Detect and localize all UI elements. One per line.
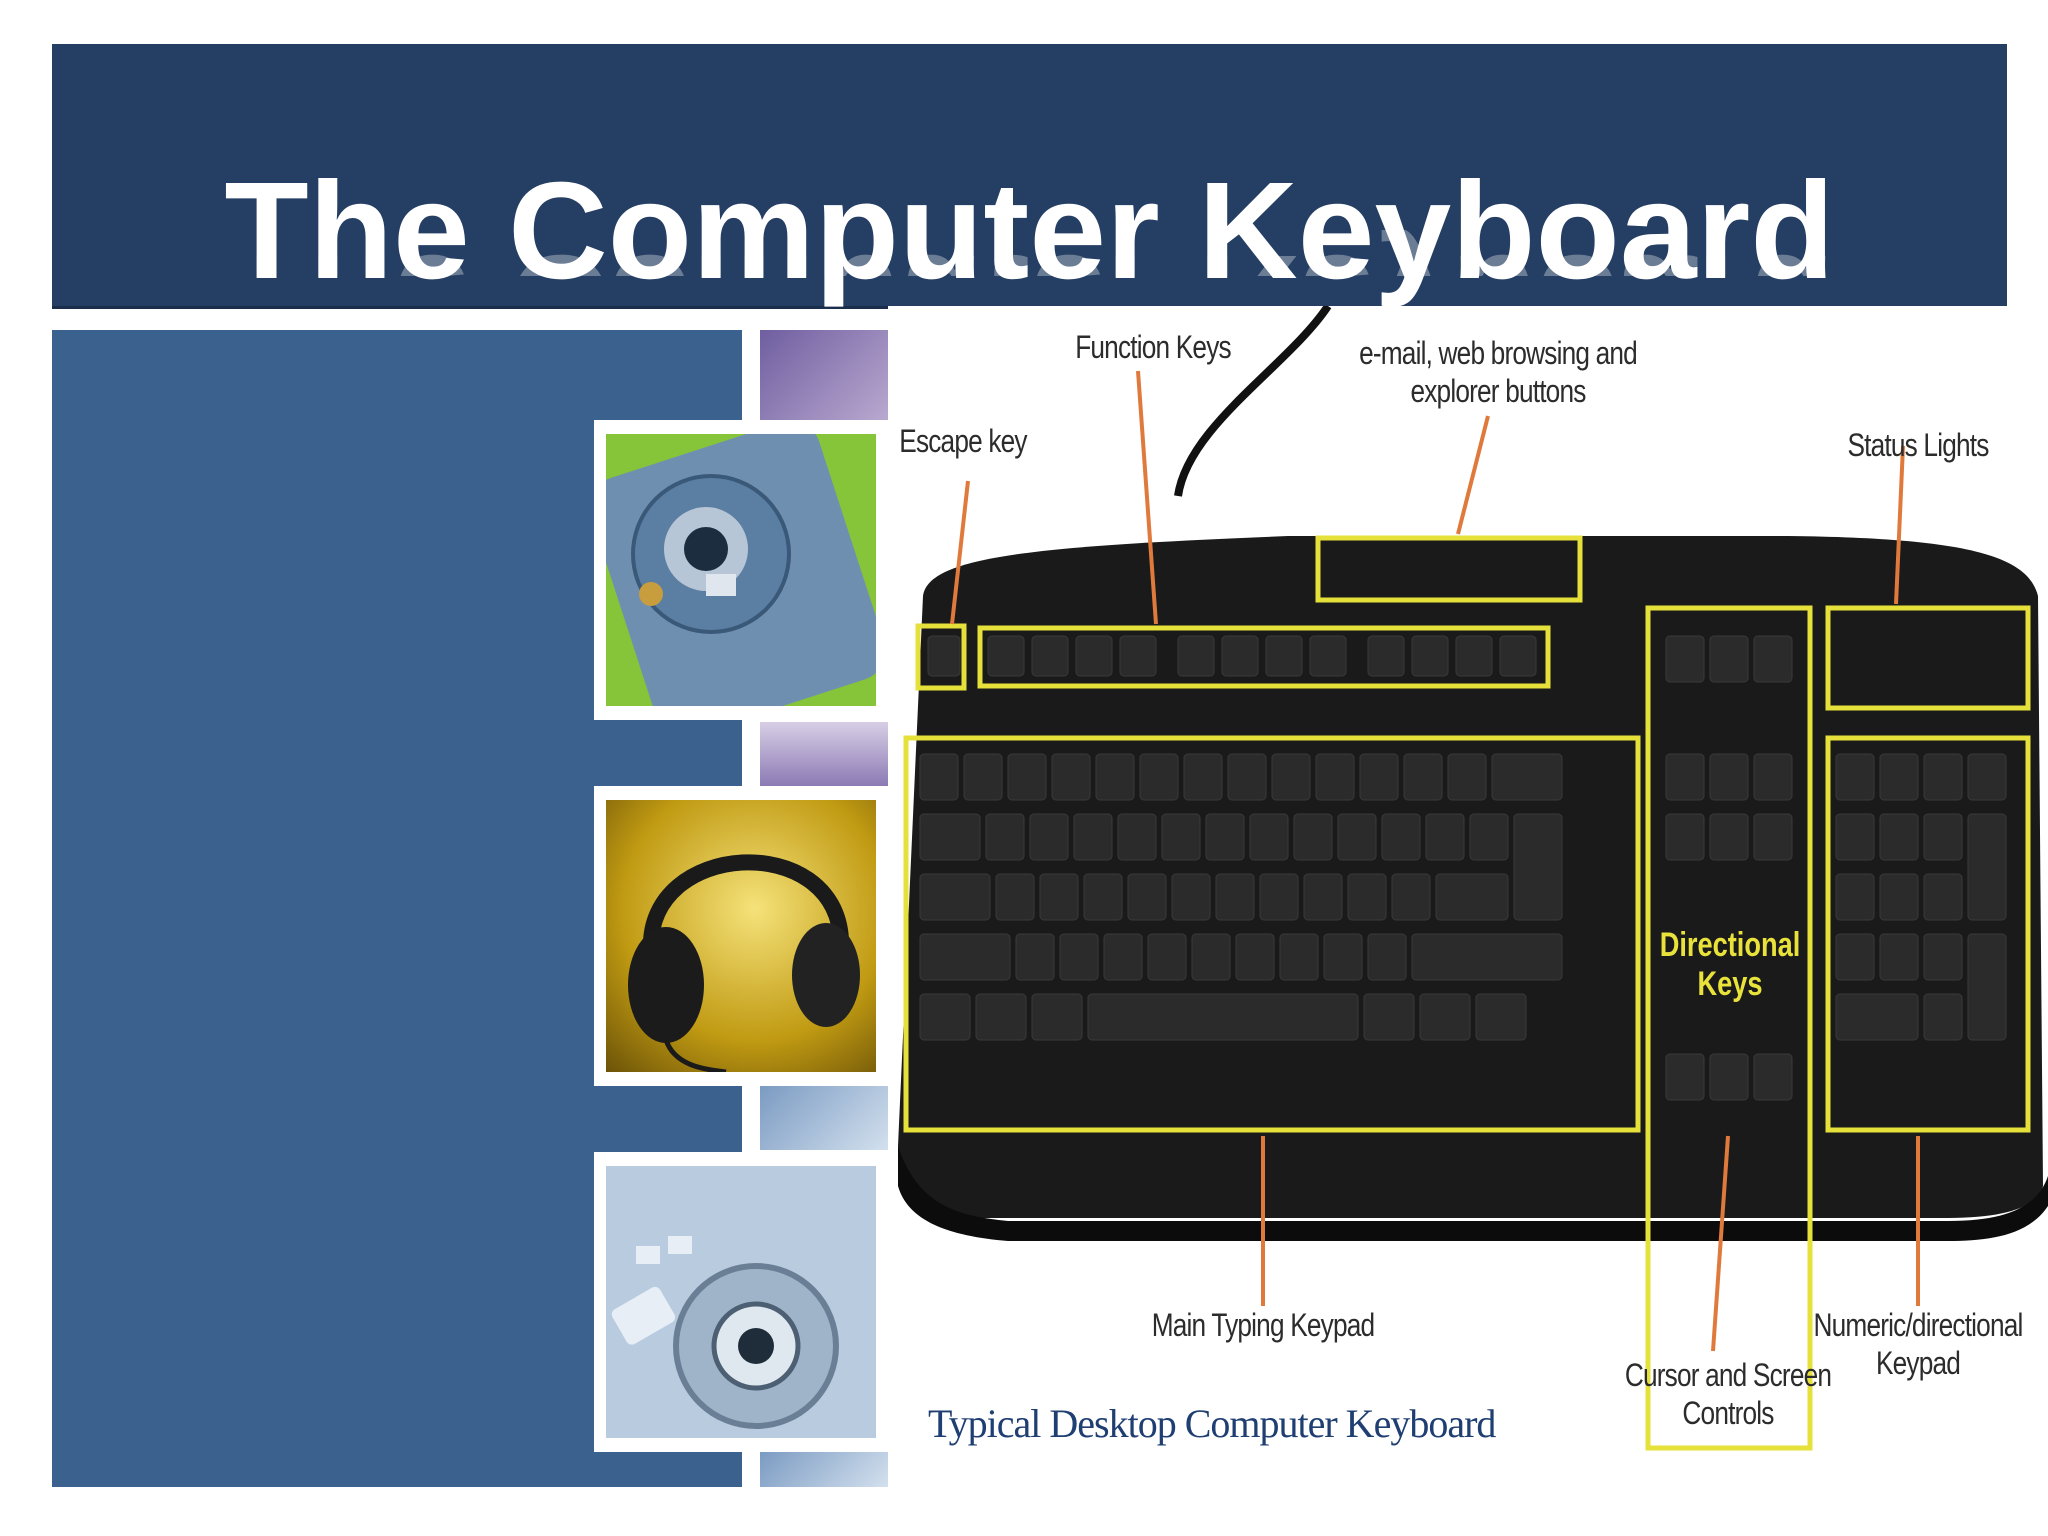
label-numeric-keypad: Numeric/directional Keypad (1813, 1307, 2024, 1382)
decor-square-1 (760, 330, 888, 420)
label-escape-key: Escape key (899, 423, 1027, 459)
decor-square-3 (760, 1086, 888, 1150)
headphones-icon (628, 854, 860, 1072)
camera-phone-photo (594, 420, 888, 720)
keyboard-caption: Typical Desktop Computer Keyboard (928, 1401, 1496, 1446)
label-main-typing-keypad: Main Typing Keypad (1151, 1307, 1375, 1343)
media-player-icon (606, 1166, 876, 1438)
media-player-photo (594, 1152, 888, 1452)
decor-square-2 (760, 722, 888, 786)
keyboard-diagram: Function Keys e-mail, web browsing and e… (888, 303, 2048, 1491)
keyboard-illustration (898, 303, 2048, 1451)
camera-phone-icon (606, 434, 876, 706)
slide-title-reflection: The Computer Keyboard (52, 230, 2007, 276)
label-email-web-buttons: e-mail, web browsing and explorer button… (1359, 335, 1638, 410)
label-status-lights: Status Lights (1847, 427, 1989, 463)
label-function-keys: Function Keys (1075, 329, 1231, 365)
headphones-photo (594, 786, 888, 1086)
title-bar: The Computer Keyboard The Computer Keybo… (52, 44, 2007, 306)
label-directional-keys: Directional Keys (1659, 926, 1801, 1004)
label-cursor-screen-controls: Cursor and Screen Controls (1624, 1357, 1832, 1432)
slide-title: The Computer Keyboard (224, 154, 1835, 308)
decor-square-4 (760, 1452, 888, 1487)
